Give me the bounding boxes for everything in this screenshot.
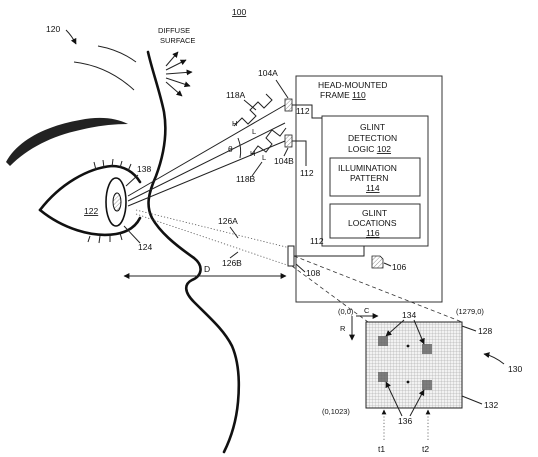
coord-origin: (0,0) <box>338 307 354 316</box>
ref-104b: 104B <box>274 156 294 166</box>
emitter-104b <box>284 134 293 148</box>
ref-106: 106 <box>392 262 406 272</box>
pupil <box>112 192 122 212</box>
ref-112-c: 112 <box>310 236 324 246</box>
glint-logic-2: DETECTION <box>348 133 397 143</box>
ref-122: 122 <box>84 206 98 216</box>
ref-106-leader <box>383 262 392 267</box>
illum-ref: 114 <box>366 183 380 193</box>
gloc-2: LOCATIONS <box>348 218 397 228</box>
eyebrow <box>6 117 128 166</box>
sightline-126b <box>135 213 291 267</box>
component-106 <box>371 255 384 269</box>
emitter-104a <box>284 98 293 112</box>
ref-112-b: 112 <box>300 168 314 178</box>
glints-136 <box>378 372 432 390</box>
diffuse-surface-label-1: DIFFUSE <box>158 26 190 35</box>
ref-104a-leader <box>275 79 289 99</box>
glint-logic-1: GLINT <box>360 122 385 132</box>
ref-126a: 126A <box>218 216 238 226</box>
t2-label: t2 <box>422 444 429 454</box>
illum-1: ILLUMINATION <box>338 163 397 173</box>
face-profile <box>146 50 241 454</box>
ref-124-leader <box>123 225 141 244</box>
coord-bottom-left: (0,1023) <box>322 407 350 416</box>
figure-number: 100 <box>232 7 246 17</box>
glint-logic-3: LOGIC 102 <box>348 144 391 154</box>
ref-130: 130 <box>508 364 522 374</box>
ref-128: 128 <box>478 326 492 336</box>
ref-136: 136 <box>398 416 412 426</box>
ref-120-arrow <box>65 29 77 45</box>
gloc-1: GLINT <box>362 208 387 218</box>
ref-132: 132 <box>484 400 498 410</box>
diffuse-rays <box>165 51 193 97</box>
eyebrow-upper-line <box>73 61 135 91</box>
projection-left <box>291 265 369 323</box>
beam-lower <box>127 140 286 207</box>
beam-upper <box>127 104 286 197</box>
svg-text:H: H <box>232 119 237 128</box>
gloc-ref: 116 <box>366 228 380 238</box>
pattern-118a: H L 118A <box>226 90 273 136</box>
pattern-118b: H L 118B <box>236 127 287 184</box>
illum-2: PATTERN <box>350 173 388 183</box>
ref-124: 124 <box>138 242 152 252</box>
image-frame <box>365 321 463 409</box>
glints-134 <box>378 336 432 354</box>
illumination-pattern-box <box>329 157 421 197</box>
theta-label: θ <box>228 144 233 154</box>
ref-104b-leader <box>283 147 289 157</box>
ref-126b-leader <box>229 251 239 259</box>
t1-label: t1 <box>378 444 385 454</box>
ref-126a-leader <box>229 226 239 239</box>
svg-text:L: L <box>262 153 266 162</box>
beam-center <box>127 122 286 202</box>
camera-108 <box>287 245 295 267</box>
svg-text:H: H <box>250 149 255 158</box>
projection-right <box>293 255 463 323</box>
eye-lower-lid <box>38 208 142 237</box>
col-label: C <box>364 306 370 315</box>
theta-arc <box>237 137 242 159</box>
eye-ref-label: 120 <box>46 24 60 34</box>
frame-title-2: FRAME 110 <box>320 90 366 100</box>
ref-112-a: 112 <box>296 106 310 116</box>
ref-108-leader <box>295 263 306 273</box>
wire-104b <box>292 140 307 166</box>
ref-138: 138 <box>137 164 151 174</box>
ref-126b: 126B <box>222 258 242 268</box>
sightline-126a <box>135 209 291 249</box>
ref-108: 108 <box>306 268 320 278</box>
distance-label: D <box>204 264 210 274</box>
frame-title-1: HEAD-MOUNTED <box>318 80 387 90</box>
forehead-line <box>97 45 137 63</box>
svg-text:L: L <box>252 127 256 136</box>
coord-top-right: (1279,0) <box>456 307 484 316</box>
row-label: R <box>340 324 346 333</box>
wire-104a <box>292 104 322 119</box>
ref-134: 134 <box>402 310 416 320</box>
diffuse-surface-label-2: SURFACE <box>160 36 195 45</box>
glint-locations-box <box>329 203 421 239</box>
ref-138-leader <box>125 174 139 187</box>
ref-118a: 118A <box>226 90 246 100</box>
ref-104a: 104A <box>258 68 278 78</box>
ref-118b: 118B <box>236 174 256 184</box>
eyelashes <box>87 158 132 244</box>
wire-camera <box>294 246 365 257</box>
